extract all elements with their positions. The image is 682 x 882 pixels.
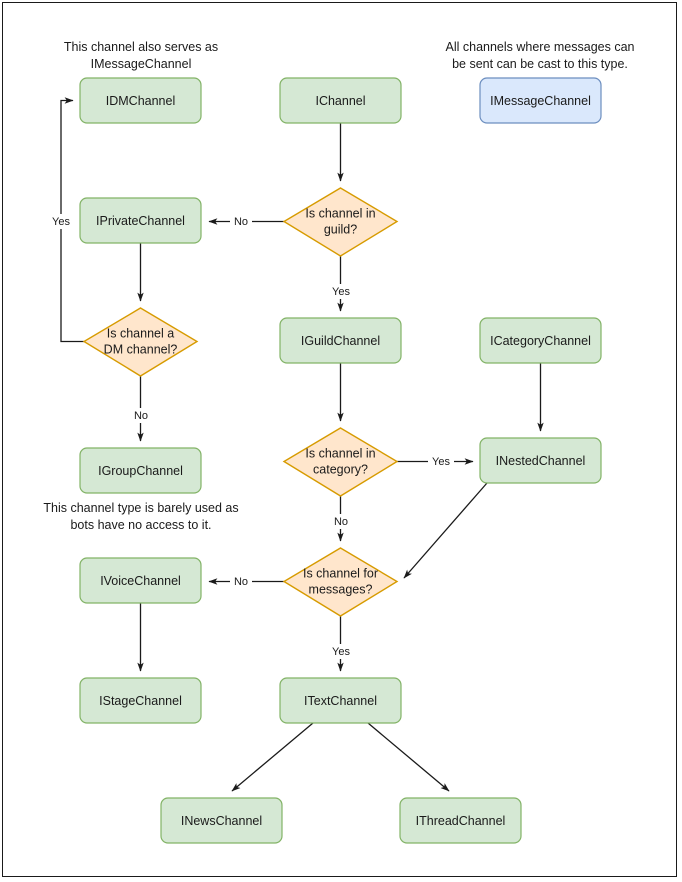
node-label-ichannel: IChannel [315,94,365,108]
node-label-igroupchannel: IGroupChannel [98,464,183,478]
edge-label-dm-no: No [134,410,148,422]
node-inestedchannel[interactable]: INestedChannel [479,437,602,484]
node-label-dm-line2: DM channel? [104,342,178,356]
edge-label-dm-yes: Yes [52,216,70,228]
node-label-category-line1: Is channel in [305,446,375,460]
node-question-is-channel-for-messages[interactable]: Is channel for messages? [282,547,399,617]
node-iguildchannel[interactable]: IGuildChannel [279,317,402,364]
edge-inestedchannel-to-messages-question [403,482,488,579]
note-group-line2: bots have no access to it. [70,518,211,532]
node-igroupchannel[interactable]: IGroupChannel [79,447,202,494]
node-idmchannel[interactable]: IDMChannel [79,77,202,124]
node-label-iprivatechannel: IPrivateChannel [96,214,185,228]
edge-label-messages-yes: Yes [332,646,350,658]
edge-label-category-no: No [334,516,348,528]
node-label-inewschannel: INewsChannel [181,814,262,828]
node-question-is-channel-a-dm-channel[interactable]: Is channel a DM channel? [82,307,199,377]
node-istagechannel[interactable]: IStageChannel [79,677,202,724]
node-iprivatechannel[interactable]: IPrivateChannel [79,197,202,244]
node-label-idmchannel: IDMChannel [106,94,175,108]
edge-label-messages-no: No [234,576,248,588]
edge-labels-layer: No Yes Yes No Yes No No Yes [48,214,454,659]
notes-layer: This channel also serves as IMessageChan… [43,40,634,532]
node-label-istagechannel: IStageChannel [99,694,182,708]
node-itextchannel[interactable]: ITextChannel [279,677,402,724]
node-question-is-channel-in-guild[interactable]: Is channel in guild? [282,187,399,257]
edge-label-guild-no: No [234,216,248,228]
note-dm-line2: IMessageChannel [91,57,192,71]
node-ivoicechannel[interactable]: IVoiceChannel [79,557,202,604]
node-label-ivoicechannel: IVoiceChannel [100,574,181,588]
node-label-messages-line2: messages? [309,582,373,596]
node-icategorychannel[interactable]: ICategoryChannel [479,317,602,364]
note-message-line1: All channels where messages can [446,40,635,54]
node-label-imessagechannel: IMessageChannel [490,94,591,108]
node-ichannel[interactable]: IChannel [279,77,402,124]
node-inewschannel[interactable]: INewsChannel [160,797,283,844]
edge-itextchannel-to-inewschannel [231,722,314,792]
node-label-icategorychannel: ICategoryChannel [490,334,591,348]
nodes-layer: IDMChannel IChannel IMessageChannel IPri… [79,77,602,844]
node-imessagechannel[interactable]: IMessageChannel [479,77,602,124]
node-label-itextchannel: ITextChannel [304,694,377,708]
node-label-ithreadchannel: IThreadChannel [416,814,506,828]
note-group-line1: This channel type is barely used as [43,501,238,515]
note-message-line2: be sent can be cast to this type. [452,57,628,71]
node-label-messages-line1: Is channel for [303,566,378,580]
node-label-inestedchannel: INestedChannel [496,454,586,468]
node-ithreadchannel[interactable]: IThreadChannel [399,797,522,844]
edge-label-category-yes: Yes [432,456,450,468]
edge-label-guild-yes: Yes [332,286,350,298]
node-question-is-channel-in-category[interactable]: Is channel in category? [282,427,399,497]
note-dm-line1: This channel also serves as [64,40,218,54]
node-label-guild-line2: guild? [324,222,357,236]
node-label-category-line2: category? [313,462,368,476]
node-label-guild-line1: Is channel in [305,206,375,220]
node-label-iguildchannel: IGuildChannel [301,334,380,348]
edge-itextchannel-to-ithreadchannel [367,722,450,792]
node-label-dm-line1: Is channel a [107,326,174,340]
